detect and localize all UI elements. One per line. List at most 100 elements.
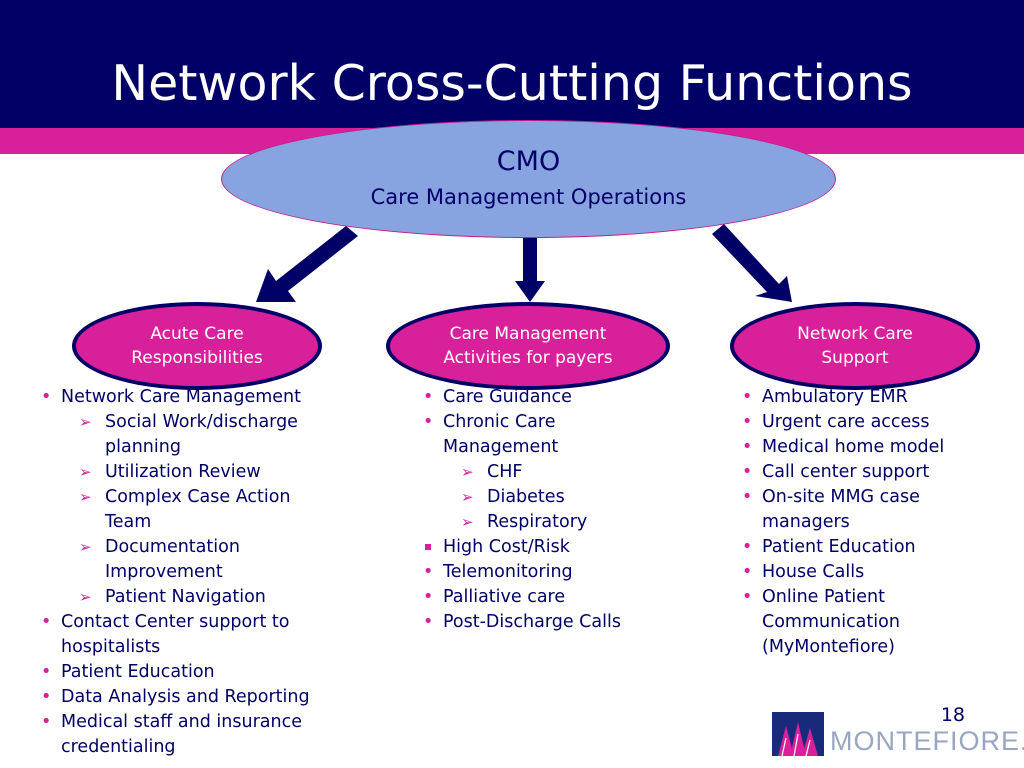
list-item: • Medical home model — [742, 435, 1017, 460]
sub-list-item: planning — [41, 435, 371, 460]
montefiore-logo-text: MONTEFIORE. — [830, 726, 1024, 756]
list-item-text: Palliative care — [443, 587, 566, 607]
bullet-icon: • — [41, 687, 52, 707]
list-item-text: Contact Center support to — [61, 612, 290, 632]
sub-list-item: ➢Diabetes — [423, 485, 713, 510]
arrow-bullet-icon: ➢ — [461, 488, 474, 506]
bullet-icon: • — [423, 562, 434, 582]
branch-label-line2: Activities for payers — [443, 348, 613, 368]
list-item-text: (MyMontefiore) — [762, 637, 895, 657]
sub-list-item: ➢ Social Work/discharge — [41, 410, 371, 435]
branch-oval-network-care-support: Network Care Support — [730, 302, 980, 390]
list-item-text: CHF — [487, 462, 523, 482]
list-item-text: Call center support — [762, 462, 930, 482]
list-item: • Patient Education — [41, 660, 371, 685]
sub-list-item: ➢Respiratory — [423, 510, 713, 535]
list-item-text: Online Patient — [762, 587, 885, 607]
list-item: • Post-Discharge Calls — [423, 610, 713, 635]
list-item-text: Care Guidance — [443, 387, 572, 407]
list-item: •Care Guidance — [423, 385, 713, 410]
list-item-text: Social Work/discharge — [105, 412, 298, 432]
bullet-icon: • — [41, 612, 52, 632]
bullet-icon: • — [41, 662, 52, 682]
list-item-text: Patient Education — [61, 662, 215, 682]
list-item-text: planning — [105, 437, 181, 457]
branch-label-line2: Responsibilities — [131, 348, 263, 368]
bullet-icon: • — [742, 412, 753, 432]
list-item-text: credentialing — [61, 737, 176, 757]
list-item: •On-site MMG case — [742, 485, 1017, 510]
bullet-column-network-care-support: •Ambulatory EMR•Urgent care access•Medic… — [742, 385, 1017, 660]
bullet-icon: • — [423, 612, 434, 632]
bullet-icon: • — [742, 437, 753, 457]
title-bar — [0, 0, 1024, 128]
sub-list-item: Team — [41, 510, 371, 535]
arrow-bullet-icon: ➢ — [461, 513, 474, 531]
square-bullet-icon — [425, 544, 431, 550]
slide-title: Network Cross-Cutting Functions — [111, 55, 913, 112]
list-item: • Data Analysis and Reporting — [41, 685, 371, 710]
list-item-text: Post-Discharge Calls — [443, 612, 621, 632]
list-item-text: Patient Education — [762, 537, 916, 557]
list-item: • Urgent care access — [742, 410, 1017, 435]
sub-list-item: ➢ CHF — [423, 460, 713, 485]
list-item-text: Improvement — [105, 562, 223, 582]
list-item: • Contact Center support to — [41, 610, 371, 635]
list-item: managers — [742, 510, 1017, 535]
list-item-text: Data Analysis and Reporting — [61, 687, 310, 707]
list-item: hospitalists — [41, 635, 371, 660]
list-item-text: managers — [762, 512, 850, 532]
list-item-text: Chronic Care — [443, 412, 556, 432]
branch-label-line1: Network Care — [797, 324, 913, 344]
list-item: •Ambulatory EMR — [742, 385, 1017, 410]
branch-oval-acute-care: Acute Care Responsibilities — [72, 302, 322, 390]
bullet-icon: • — [41, 387, 52, 407]
list-item-text: Documentation — [105, 537, 240, 557]
sub-list-item: ➢ Patient Navigation — [41, 585, 371, 610]
bullet-icon: • — [742, 562, 753, 582]
list-item-text: Telemonitoring — [443, 562, 573, 582]
list-item-text: hospitalists — [61, 637, 161, 657]
branch-oval-care-management: Care Management Activities for payers — [386, 302, 670, 390]
bullet-icon: • — [423, 587, 434, 607]
sub-list-item: ➢Utilization Review — [41, 460, 371, 485]
bullet-icon: • — [742, 537, 753, 557]
list-item-text: Medical staff and insurance — [61, 712, 302, 732]
bullet-icon: • — [742, 387, 753, 407]
list-item: Management — [423, 435, 713, 460]
arrow-left — [256, 226, 358, 302]
branch-label-line1: Care Management — [449, 324, 607, 344]
list-item: High Cost/Risk — [423, 535, 713, 560]
arrow-bullet-icon: ➢ — [79, 588, 92, 606]
bullet-column-acute-care: •Network Care Management➢Social Work/dis… — [41, 385, 371, 760]
arrow-bullet-icon: ➢ — [79, 488, 92, 506]
list-item-text: High Cost/Risk — [443, 537, 570, 557]
list-item: •Medical staff and insurance — [41, 710, 371, 735]
list-item: • Telemonitoring — [423, 560, 713, 585]
list-item: • Chronic Care — [423, 410, 713, 435]
list-item-text: Patient Navigation — [105, 587, 266, 607]
bullet-icon: • — [742, 462, 753, 482]
cmo-title: CMO — [496, 146, 561, 177]
list-item: • Patient Education — [742, 535, 1017, 560]
cmo-subtitle: Care Management Operations — [370, 185, 687, 209]
list-item: • Palliative care — [423, 585, 713, 610]
sub-list-item: Improvement — [41, 560, 371, 585]
list-item-text: Urgent care access — [762, 412, 930, 432]
bullet-icon: • — [423, 412, 434, 432]
branch-label-line1: Acute Care — [150, 324, 244, 344]
arrow-bullet-icon: ➢ — [461, 463, 474, 481]
list-item: (MyMontefiore) — [742, 635, 1017, 660]
list-item-text: Medical home model — [762, 437, 945, 457]
arrow-bullet-icon: ➢ — [79, 413, 92, 431]
list-item-text: Communication — [762, 612, 900, 632]
list-item-text: Management — [443, 437, 559, 457]
bullet-list: •Ambulatory EMR•Urgent care access•Medic… — [742, 385, 1017, 660]
branch-label-line2: Support — [821, 348, 889, 368]
arrow-center — [515, 238, 545, 302]
list-item-text: On-site MMG case — [762, 487, 920, 507]
list-item: Communication — [742, 610, 1017, 635]
